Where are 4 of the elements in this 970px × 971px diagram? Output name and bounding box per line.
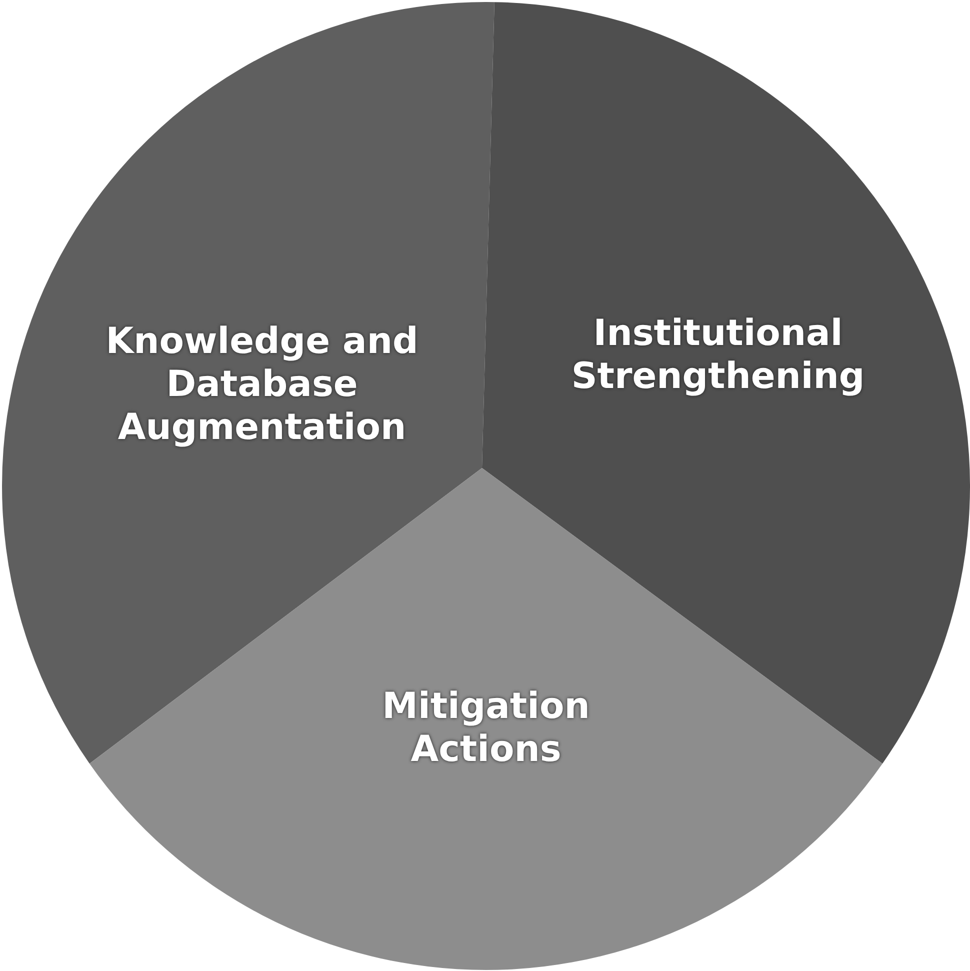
sector-label: Knowledge and Database Augmentation	[104, 320, 420, 450]
circle-sector	[89, 468, 883, 970]
sector-label: Mitigation Actions	[381, 684, 591, 772]
sector-label: Institutional Strengthening	[570, 312, 866, 398]
